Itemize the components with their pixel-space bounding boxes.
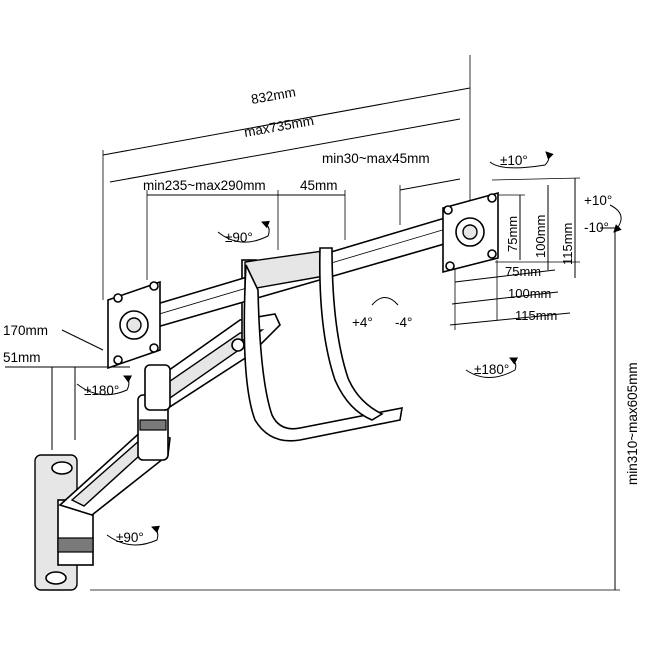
vesa-right-hub-inner	[462, 224, 478, 240]
vesa-left-hole-2	[149, 281, 159, 291]
base-clamp-ring	[57, 537, 94, 553]
shoulder-joint	[144, 364, 171, 411]
label-swivel-top: ±10°	[500, 153, 528, 168]
vesa-plate-left	[107, 280, 161, 370]
dim-line-h75	[454, 269, 556, 283]
elbow-ring	[139, 419, 167, 431]
dim-line-735	[109, 118, 461, 183]
label-vesa-h75: 75mm	[505, 264, 541, 279]
vesa-right-hole-4	[487, 249, 497, 259]
dimension-labels: 832mm max735mm min30~max45mm min235~max2…	[3, 84, 640, 485]
vesa-left-hole-3	[113, 355, 123, 365]
vesa-right-hole-2	[487, 193, 497, 203]
label-tilt-center-neg: -4°	[395, 315, 412, 330]
label-vesa-v100: 100mm	[533, 215, 548, 258]
rotate-arrow-left-head	[217, 220, 270, 243]
ext-v115-top	[491, 177, 581, 181]
wall-plate-hole-top	[51, 461, 73, 475]
vesa-plate-right	[442, 191, 499, 274]
vesa-left-hole-4	[149, 343, 159, 353]
label-tilt-neg: -10°	[584, 220, 609, 235]
label-base-rotate: ±90°	[116, 530, 144, 545]
tilt-arrow-center	[371, 297, 399, 306]
label-crossbar-span: min235~max290mm	[143, 178, 266, 193]
dim-line-h115	[449, 312, 571, 326]
rotate-arrow-base	[106, 525, 160, 546]
pan-arrow-right	[465, 357, 519, 378]
label-height-range: min310~max605mm	[625, 362, 640, 485]
label-vesa-h115: 115mm	[515, 308, 557, 323]
dim-line-h100	[451, 291, 559, 305]
label-arm-depth: 170mm	[3, 323, 48, 338]
label-total-width: 832mm	[250, 84, 297, 107]
label-vesa-v115: 115mm	[560, 223, 575, 265]
handle-loop-right	[318, 247, 384, 421]
handle-loop-left	[243, 264, 403, 442]
dim-line-832	[102, 87, 471, 156]
swivel-arrow-top	[489, 151, 554, 169]
vesa-right-hole-1	[443, 205, 453, 215]
tilt-arrow-right	[609, 204, 622, 233]
rotation-arrows	[76, 151, 622, 546]
dim-line-head-shift	[399, 178, 461, 191]
label-pan-left: ±180°	[84, 383, 119, 398]
label-head-rotate: ±90°	[225, 230, 253, 245]
label-vesa-h100: 100mm	[508, 286, 551, 301]
vesa-left-hub-inner	[126, 317, 142, 333]
monitor-arm-illustration	[34, 191, 499, 591]
label-vesa-v75: 75mm	[505, 216, 520, 252]
label-crossbar-offset: 45mm	[300, 178, 338, 193]
pan-arrow-left	[76, 375, 133, 396]
label-wall-offset: 51mm	[3, 350, 41, 365]
label-pan-right: ±180°	[474, 362, 509, 377]
label-tilt-pos: +10°	[584, 193, 612, 208]
label-tilt-center-pos: +4°	[352, 315, 373, 330]
vesa-left-hole-1	[113, 293, 123, 303]
vesa-right-hole-3	[445, 261, 455, 271]
wall-plate-hole-bottom	[45, 571, 67, 585]
leader-170	[61, 329, 104, 351]
label-head-shift: min30~max45mm	[322, 151, 430, 166]
dimension-lines	[5, 55, 620, 591]
label-max-width: max735mm	[243, 113, 315, 140]
rotation-labels: +10° -10° ±10° ±90° +4° -4° ±180° ±180° …	[84, 153, 612, 545]
